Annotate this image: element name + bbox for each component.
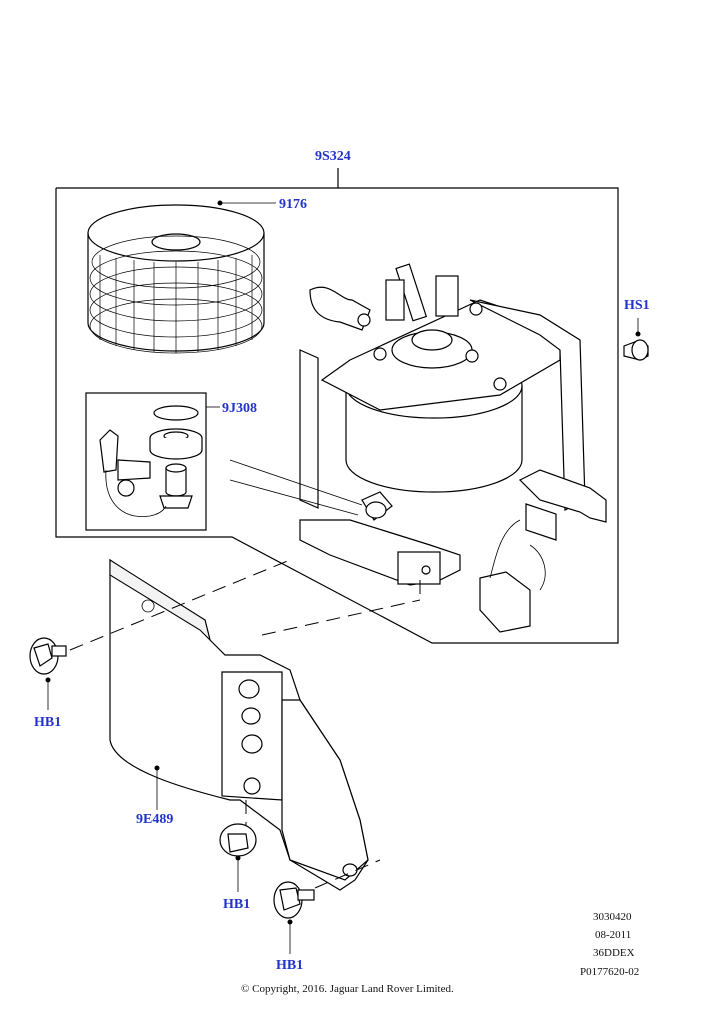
ref-line-2: 08-2011 — [595, 929, 631, 941]
callout-9s324: 9S324 — [315, 149, 351, 164]
callout-hs1: HS1 — [624, 298, 650, 313]
leader-lines — [229, 459, 421, 600]
bolt-hb1-right — [273, 881, 315, 954]
bolt-hs1 — [623, 318, 649, 361]
ref-line-3: 36DDEX — [593, 947, 635, 959]
callout-9j308: 9J308 — [222, 401, 257, 416]
callout-9e489: 9E489 — [136, 812, 173, 827]
callout-hb1-left: HB1 — [34, 715, 61, 730]
callout-9176: 9176 — [279, 197, 307, 212]
callout-hb1-right: HB1 — [276, 958, 303, 973]
copyright-notice: © Copyright, 2016. Jaguar Land Rover Lim… — [241, 983, 454, 995]
heat-shield — [109, 558, 369, 891]
sensor-kit-inset — [85, 392, 220, 531]
filter-housing — [299, 263, 607, 633]
bolt-hb1-left — [29, 637, 67, 710]
filter-element — [87, 200, 276, 354]
ref-line-4: P0177620-02 — [580, 966, 639, 978]
assembly-frame — [55, 168, 619, 644]
bolt-hb1-bottom — [219, 823, 257, 892]
callout-hb1-bottom: HB1 — [223, 897, 250, 912]
ref-line-1: 3030420 — [593, 911, 632, 923]
